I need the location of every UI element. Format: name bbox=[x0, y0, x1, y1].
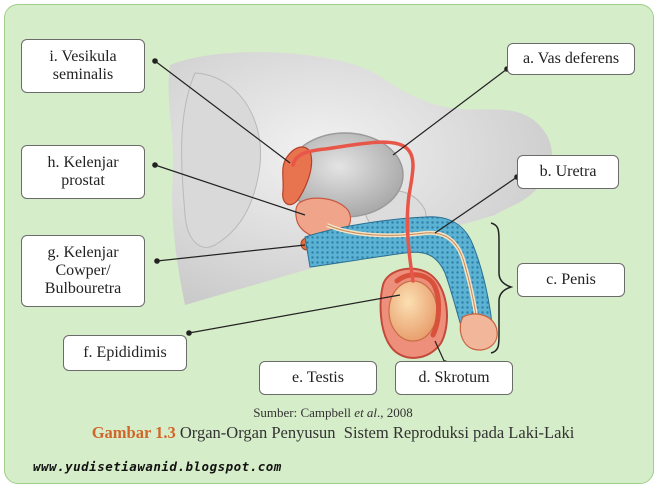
caption-text: Organ-Organ Penyusun Sistem Reproduksi p… bbox=[175, 423, 575, 442]
label-testis: e. Testis bbox=[259, 361, 377, 395]
figure-caption: Gambar 1.3 Organ-Organ Penyusun Sistem R… bbox=[5, 423, 653, 443]
testis bbox=[388, 280, 438, 342]
figure-frame: i. Vesikula seminalis a. Vas deferens h.… bbox=[4, 4, 654, 484]
label-kelenjar-prostat: h. Kelenjar prostat bbox=[21, 145, 145, 199]
glans bbox=[459, 313, 498, 351]
label-skrotum: d. Skrotum bbox=[395, 361, 513, 395]
label-penis: c. Penis bbox=[517, 263, 625, 297]
anatomy-illustration bbox=[152, 52, 553, 366]
label-epididimis: f. Epididimis bbox=[63, 335, 187, 371]
vas-deferens bbox=[291, 140, 415, 283]
label-uretra: b. Uretra bbox=[517, 155, 619, 189]
seminal-vesicle bbox=[282, 146, 313, 206]
source-credit: Sumber: Campbell et al., 2008 bbox=[253, 405, 413, 420]
penis-bracket bbox=[490, 222, 514, 354]
pelvis-bone bbox=[181, 72, 262, 248]
label-vesikula-seminalis: i. Vesikula seminalis bbox=[21, 39, 145, 93]
caption-number: Gambar 1.3 bbox=[91, 423, 176, 442]
epididymis bbox=[394, 272, 442, 338]
watermark: www.yudisetiawanid.blogspot.com bbox=[33, 459, 282, 474]
leader-lines bbox=[154, 60, 518, 364]
label-vas-deferens: a. Vas deferens bbox=[507, 43, 635, 75]
label-kelenjar-cowper: g. Kelenjar Cowper/ Bulbouretra bbox=[21, 235, 145, 307]
